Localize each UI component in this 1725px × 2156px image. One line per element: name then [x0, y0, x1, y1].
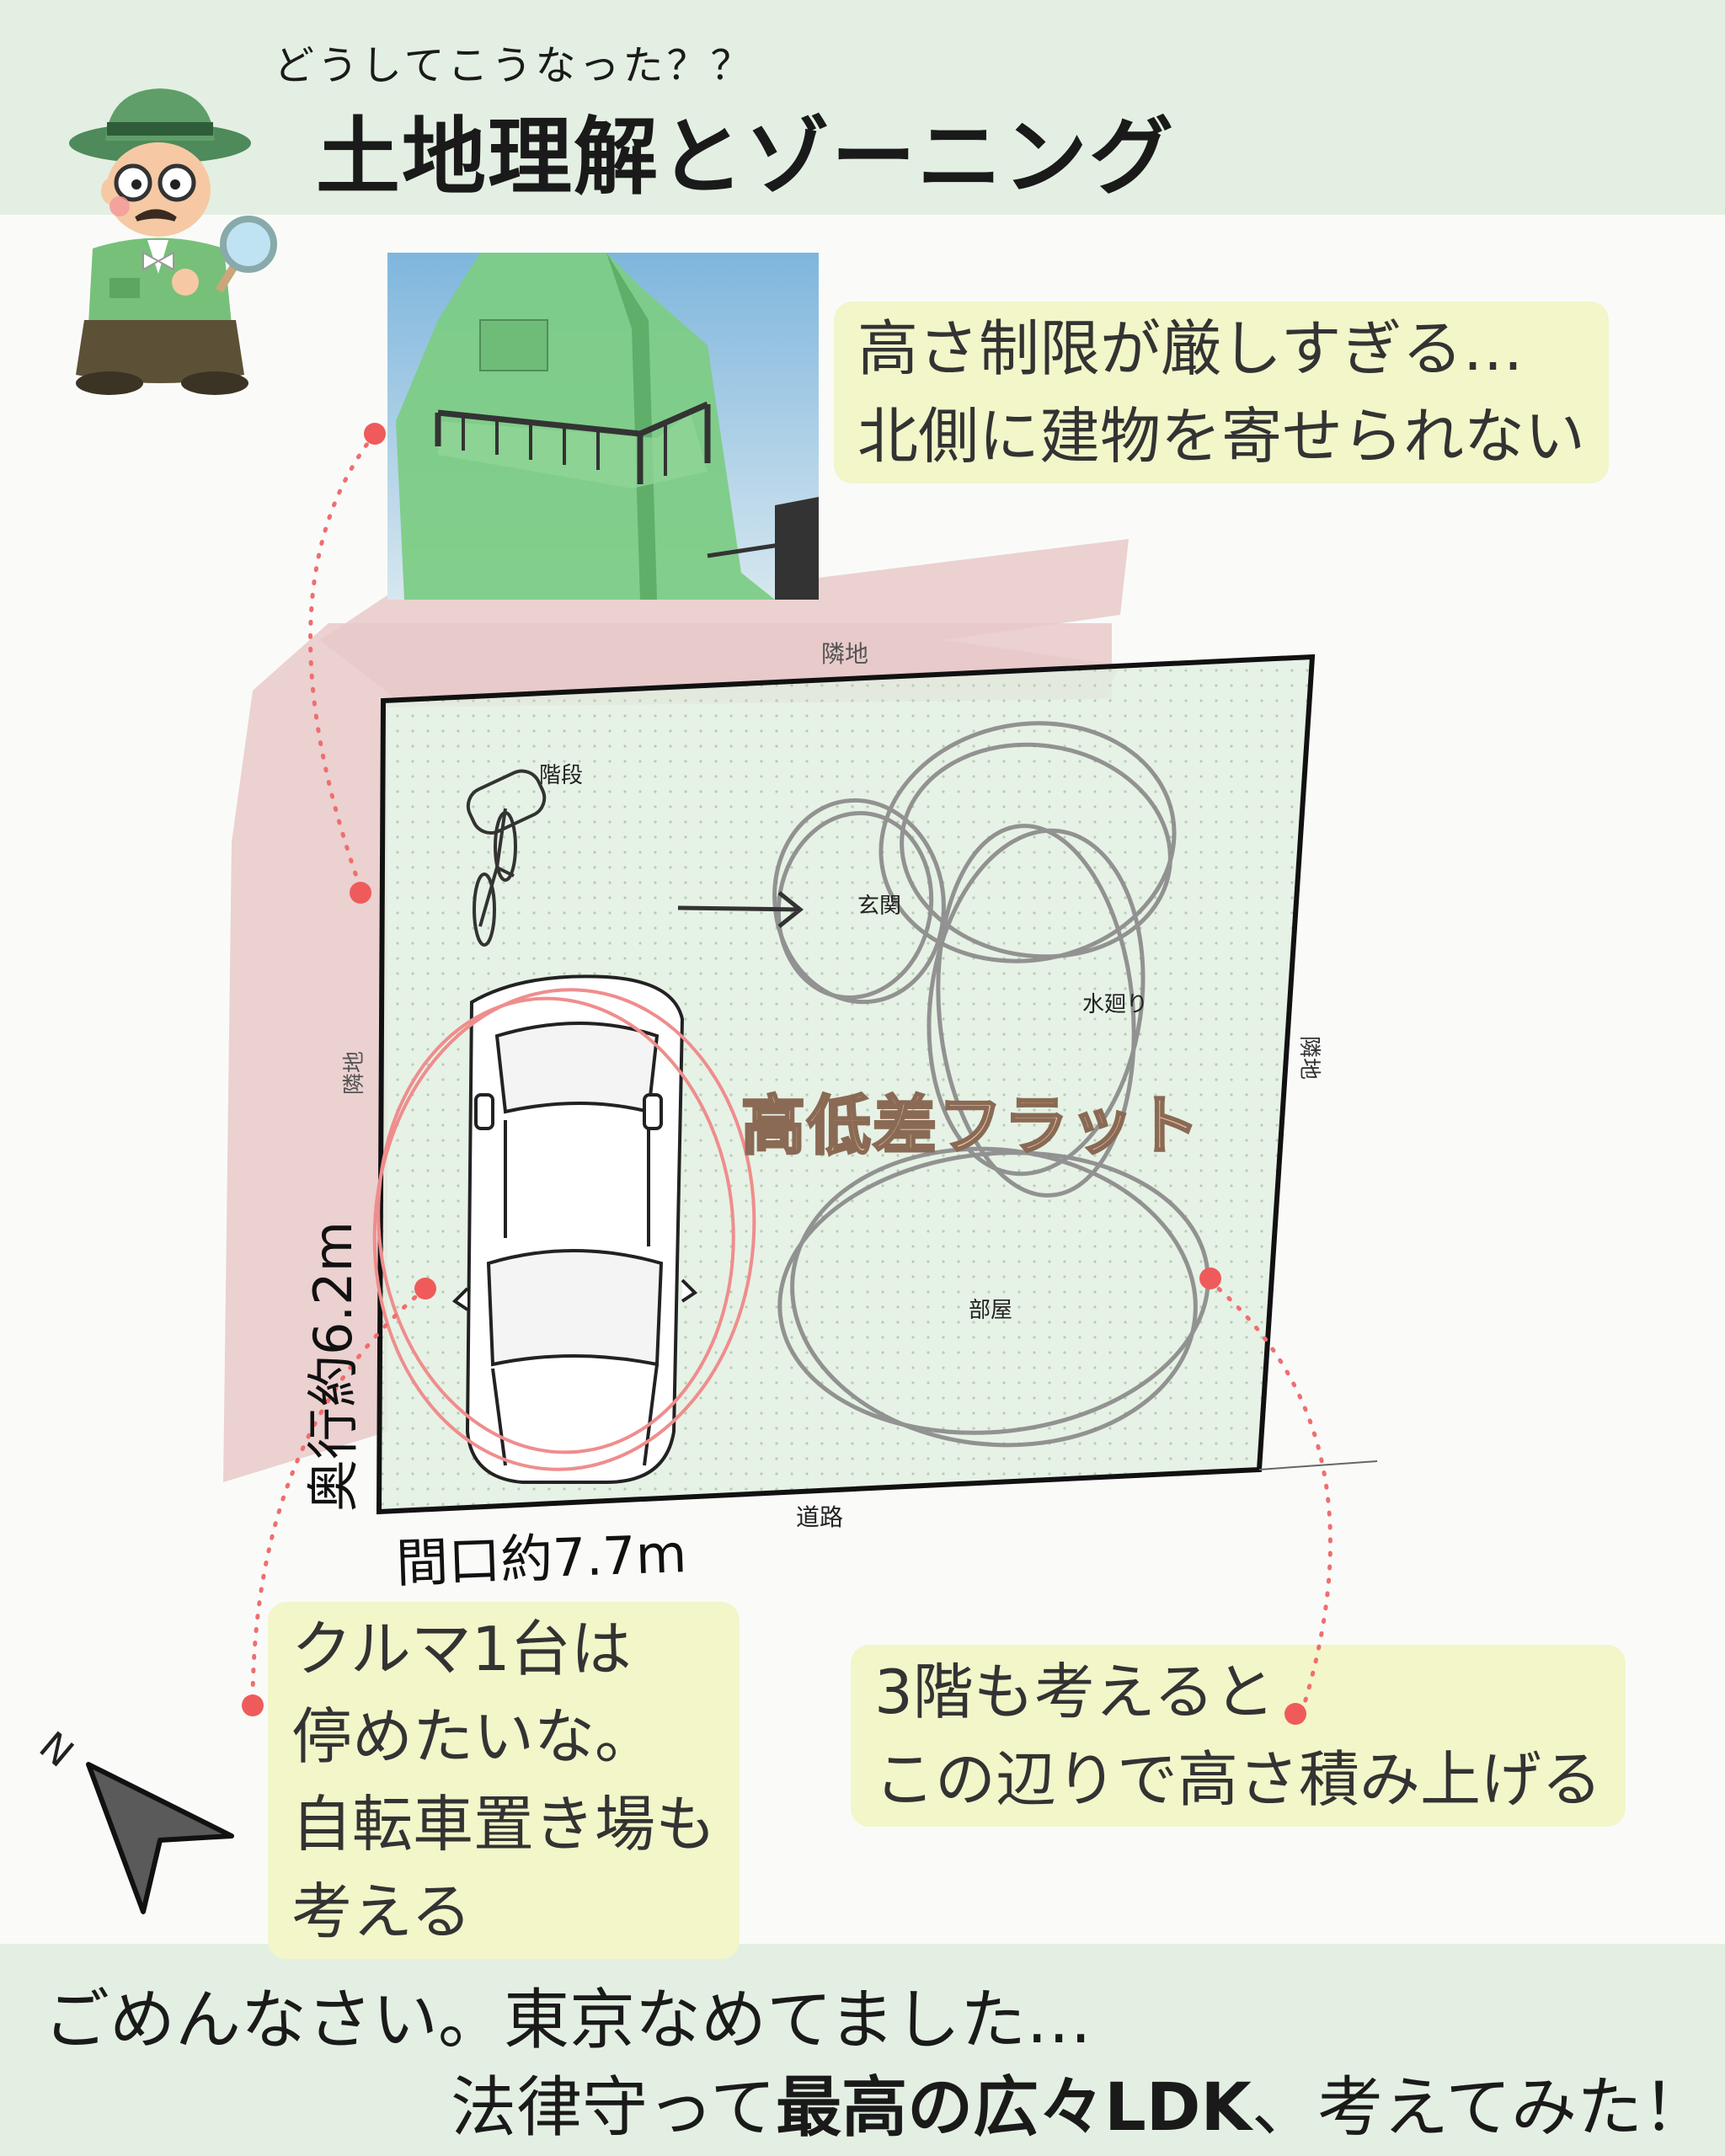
header-subtitle: どうしてこうなった？？: [274, 42, 755, 89]
label-room: 部屋: [969, 1298, 1013, 1323]
label-stairs: 階段: [539, 763, 584, 788]
detective-illustration: [69, 88, 277, 395]
label-road: 道路: [796, 1503, 844, 1531]
note-line: 北側に建物を寄せられない: [857, 401, 1586, 472]
note-line: 高さ制限が厳しすぎる…: [857, 313, 1524, 384]
header-band: [0, 0, 1725, 215]
footer-line-2-pre: 法律守って: [451, 2070, 777, 2146]
label-wet-area: 水廻り: [1082, 992, 1149, 1017]
footer-line-2-post: 、考えてみた！: [1252, 2070, 1709, 2146]
footer-line-1: ごめんなさい。東京なめてました…: [44, 1983, 1092, 2058]
label-frontage: 間口約7.7m: [395, 1522, 688, 1594]
bicycle-icon: [466, 769, 547, 947]
note-line: 考える: [291, 1876, 472, 1947]
page-title: 土地理解とゾーニング: [316, 108, 1175, 206]
note-car-bicycle: クルマ1台は 停めたいな。 自転車置き場も 考える: [268, 1602, 740, 1959]
label-neighbor-right: 隣地: [1296, 1036, 1322, 1081]
note-line: 自転車置き場も: [291, 1789, 717, 1860]
car-icon: [451, 974, 698, 1484]
label-depth: 奥行約6.2m: [302, 1221, 364, 1512]
note-height-limit: 高さ制限が厳しすぎる… 北側に建物を寄せられない: [834, 302, 1610, 483]
footer-line-2: 法律守って最高の広々LDK、考えてみた！: [451, 2055, 1708, 2149]
note-line: この辺りで高さ積み上げる: [874, 1744, 1603, 1815]
note-line: 停めたいな。: [291, 1701, 656, 1772]
label-entrance: 玄関: [857, 894, 902, 919]
north-arrow-icon: [86, 1762, 234, 1914]
note-line: 3階も考えると: [874, 1657, 1275, 1727]
label-neighbor-left: 隣地: [342, 1050, 367, 1095]
height-limit-render: [387, 253, 819, 600]
label-flat-terrain: 高低差フラット: [740, 1087, 1201, 1165]
footer-line-2-bold: 最高の広々LDK: [776, 2070, 1252, 2146]
label-neighbor-top: 隣地: [821, 640, 869, 668]
note-line: クルマ1台は: [291, 1614, 632, 1684]
footer-band: [0, 1944, 1725, 2156]
note-third-floor: 3階も考えると この辺りで高さ積み上げる: [851, 1645, 1626, 1827]
